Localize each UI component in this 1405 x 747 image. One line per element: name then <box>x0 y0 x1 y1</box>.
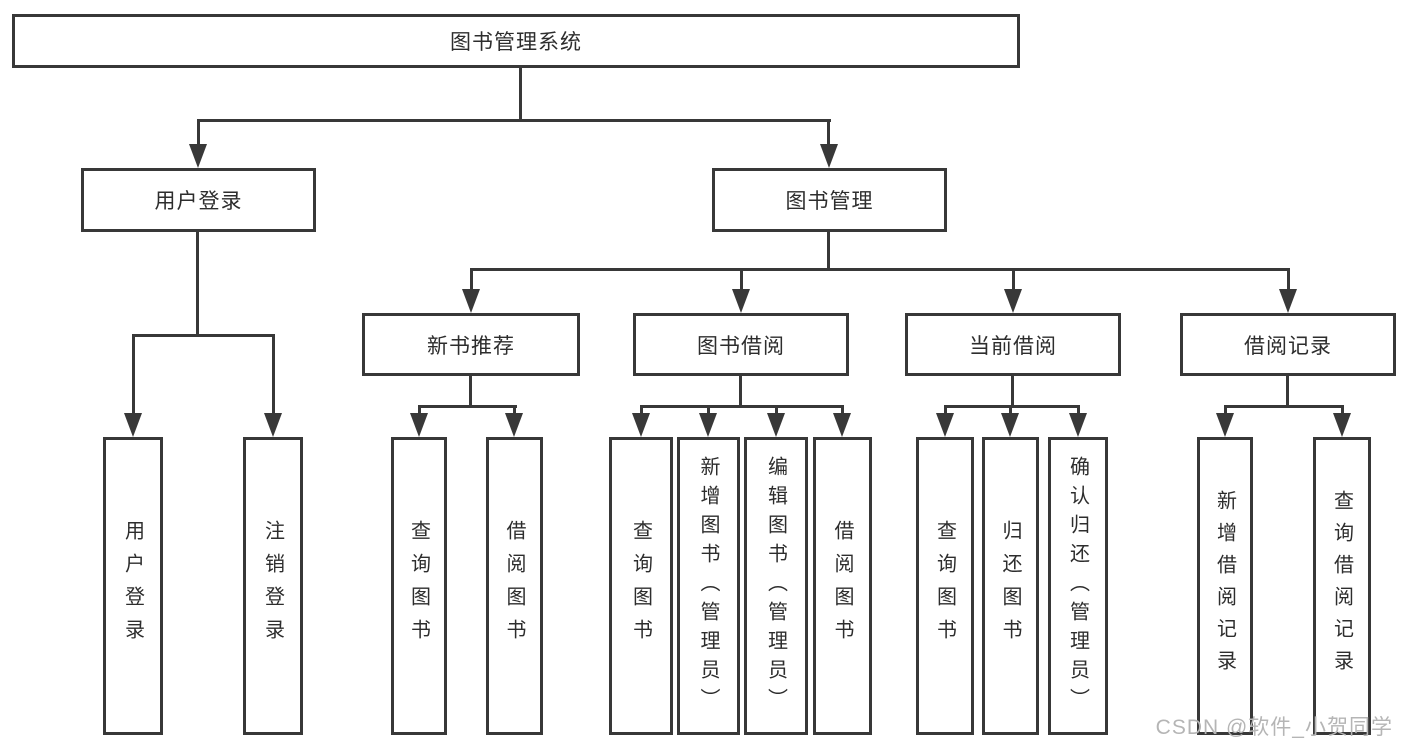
leaf-user-login: 用户登录 <box>103 437 163 735</box>
connector-line <box>470 268 1290 271</box>
arrowhead-down-icon <box>505 413 523 437</box>
connector-line <box>944 405 947 419</box>
connector-line <box>1011 374 1014 407</box>
node-label: 借阅记录 <box>1244 334 1332 358</box>
leaf-edit-books-admin: 编辑图书（管理员） <box>744 437 808 735</box>
node-library-management-system: 图书管理系统 <box>12 14 1020 68</box>
arrowhead-down-icon <box>1216 413 1234 437</box>
leaf-label: 新增图书（管理员） <box>697 455 719 717</box>
arrowhead-down-icon <box>1333 413 1351 437</box>
node-user-login: 用户登录 <box>81 168 316 232</box>
connector-line <box>739 374 742 407</box>
arrowhead-down-icon <box>936 413 954 437</box>
connector-line <box>418 405 517 408</box>
connector-line <box>197 119 831 122</box>
connector-line <box>418 405 421 419</box>
leaf-label: 归还图书 <box>999 520 1021 652</box>
leaf-confirm-return-admin: 确认归还（管理员） <box>1048 437 1108 735</box>
leaf-query-books-current: 查询图书 <box>916 437 974 735</box>
node-new-book-recommend: 新书推荐 <box>362 313 580 376</box>
arrowhead-down-icon <box>1069 413 1087 437</box>
connector-line <box>1012 268 1015 295</box>
watermark: CSDN @软件_小贺同学 <box>1155 716 1393 739</box>
arrowhead-down-icon <box>462 289 480 313</box>
node-label: 当前借阅 <box>969 334 1057 358</box>
connector-line <box>1341 405 1344 419</box>
arrowhead-down-icon <box>189 144 207 168</box>
connector-line <box>740 268 743 295</box>
leaf-add-borrow-record: 新增借阅记录 <box>1197 437 1253 735</box>
arrowhead-down-icon <box>1279 289 1297 313</box>
leaf-logout: 注销登录 <box>243 437 303 735</box>
connector-line <box>1286 374 1289 407</box>
connector-line <box>707 405 710 419</box>
leaf-label: 新增借阅记录 <box>1213 490 1236 682</box>
arrowhead-down-icon <box>264 413 282 437</box>
leaf-label: 借阅图书 <box>831 520 853 652</box>
connector-line <box>841 405 844 419</box>
arrowhead-down-icon <box>410 413 428 437</box>
arrowhead-down-icon <box>820 144 838 168</box>
leaf-borrow-books-borrowing: 借阅图书 <box>813 437 872 735</box>
arrowhead-down-icon <box>1001 413 1019 437</box>
leaf-label: 查询借阅记录 <box>1330 490 1353 682</box>
leaf-return-books: 归还图书 <box>982 437 1039 735</box>
connector-line <box>470 268 473 295</box>
node-label: 图书管理 <box>785 190 874 213</box>
leaf-label: 查询图书 <box>629 520 652 652</box>
arrowhead-down-icon <box>732 289 750 313</box>
connector-line <box>197 119 200 151</box>
connector-line <box>640 405 844 408</box>
arrowhead-down-icon <box>1004 289 1022 313</box>
node-label: 新书推荐 <box>427 334 515 358</box>
connector-line <box>640 405 643 419</box>
leaf-label: 查询图书 <box>933 520 956 652</box>
arrowhead-down-icon <box>124 413 142 437</box>
arrowhead-down-icon <box>767 413 785 437</box>
connector-line <box>944 405 1080 408</box>
leaf-label: 查询图书 <box>407 520 430 652</box>
connector-line <box>1077 405 1080 419</box>
connector-line <box>1224 405 1344 408</box>
connector-line <box>469 374 472 407</box>
connector-line <box>132 334 275 337</box>
arrowhead-down-icon <box>632 413 650 437</box>
leaf-query-books-recommend: 查询图书 <box>391 437 447 735</box>
node-label: 用户登录 <box>154 190 243 213</box>
leaf-label: 用户登录 <box>121 520 144 652</box>
node-borrowing-records: 借阅记录 <box>1180 313 1396 376</box>
node-label: 图书管理系统 <box>450 31 582 54</box>
leaf-label: 注销登录 <box>261 520 284 652</box>
leaf-label: 确认归还（管理员） <box>1066 455 1089 717</box>
connector-line <box>827 119 830 151</box>
node-book-borrowing: 图书借阅 <box>633 313 849 376</box>
node-book-management: 图书管理 <box>712 168 947 232</box>
connector-line <box>132 334 135 418</box>
node-current-borrowing: 当前借阅 <box>905 313 1121 376</box>
connector-line <box>775 405 778 419</box>
connector-line <box>1287 268 1290 295</box>
leaf-add-books-admin: 新增图书（管理员） <box>677 437 740 735</box>
connector-line <box>1009 405 1012 419</box>
leaf-query-books-borrowing: 查询图书 <box>609 437 673 735</box>
node-label: 图书借阅 <box>697 334 785 358</box>
connector-line <box>827 230 830 270</box>
leaf-query-borrow-record: 查询借阅记录 <box>1313 437 1371 735</box>
arrowhead-down-icon <box>699 413 717 437</box>
connector-line <box>519 66 522 121</box>
connector-line <box>196 230 199 336</box>
connector-line <box>513 405 516 419</box>
leaf-label: 编辑图书（管理员） <box>764 455 787 717</box>
connector-line <box>1224 405 1227 419</box>
arrowhead-down-icon <box>833 413 851 437</box>
leaf-label: 借阅图书 <box>503 520 525 652</box>
connector-line <box>272 334 275 418</box>
leaf-borrow-books-recommend: 借阅图书 <box>486 437 543 735</box>
